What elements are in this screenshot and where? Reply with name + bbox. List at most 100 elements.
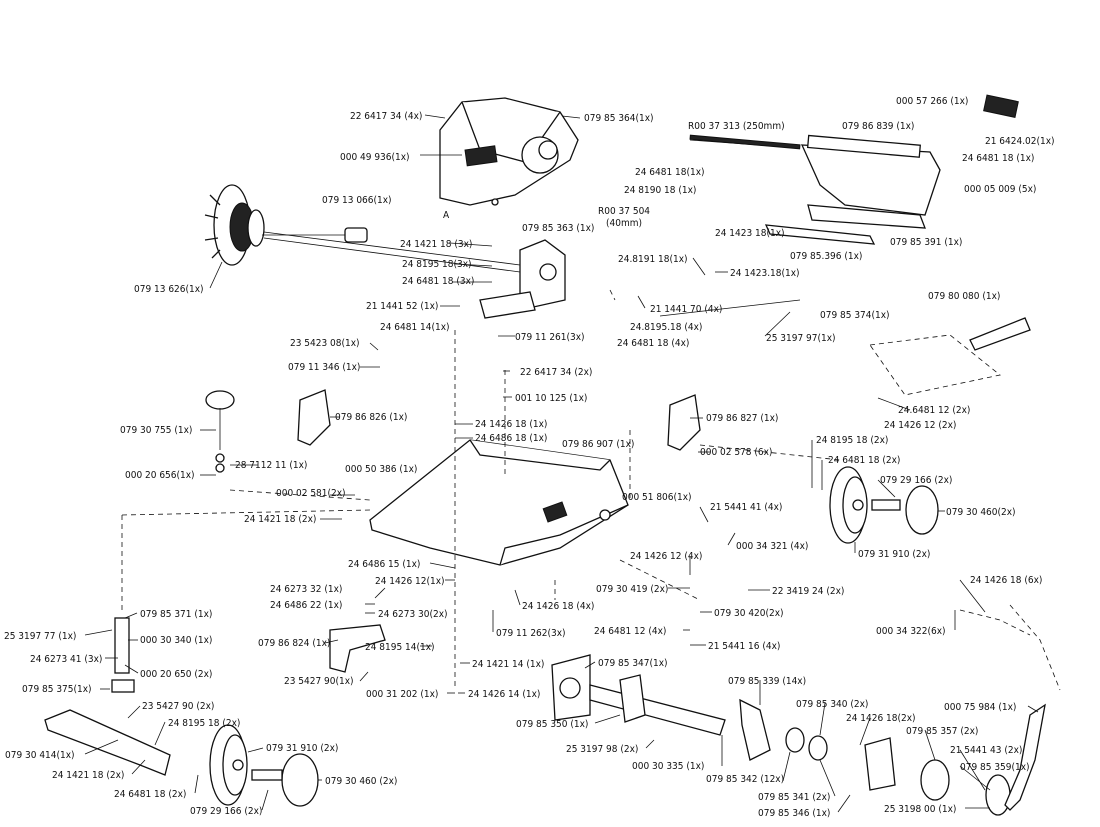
part-label: 000 34 322(6x) (876, 626, 946, 637)
part-label: 21 5441 16 (4x) (708, 641, 780, 652)
wheel-right-lower (920, 759, 1011, 816)
part-label: 001 10 125 (1x) (515, 393, 587, 404)
part-label: 24 8195 18 (2x) (816, 435, 888, 446)
part-label: 000 05 009 (5x) (964, 184, 1036, 195)
handle (869, 317, 1061, 691)
side-plate-right (667, 394, 701, 451)
part-label: 21 1441 52 (1x) (366, 301, 438, 312)
part-label: 24 8195 18(3x) (402, 259, 472, 270)
part-label: 24 6481 18 (2x) (114, 789, 186, 800)
part-label: 24 6481 18 (2x) (828, 455, 900, 466)
part-label: 000 02 581(2x) (276, 488, 346, 499)
part-label: 079 85 340 (2x) (796, 699, 868, 710)
part-label: 24 6273 41 (3x) (30, 654, 102, 665)
part-label: 079 30 460(2x) (946, 507, 1016, 518)
part-label: 079 11 261(3x) (515, 332, 585, 343)
part-label: 21 5441 43 (2x) (950, 745, 1022, 756)
part-label: 000 34 321 (4x) (736, 541, 808, 552)
part-label: R00 37 504 (598, 206, 650, 217)
part-label: 22 3419 24 (2x) (772, 586, 844, 597)
part-label: 079 80 080 (1x) (928, 291, 1000, 302)
part-label: 079 85 363 (1x) (522, 223, 594, 234)
part-label: 24 6486 15 (1x) (348, 559, 420, 570)
part-label: 22 6417 34 (2x) (520, 367, 592, 378)
part-label: 079 85 342 (12x) (706, 774, 784, 785)
part-label: 079 85 350 (1x) (516, 719, 588, 730)
part-label: 079 30 755 (1x) (120, 425, 192, 436)
part-label: 24 1426 12 (4x) (630, 551, 702, 562)
part-label: 24 6273 32 (1x) (270, 584, 342, 595)
part-label: 079 31 910 (2x) (266, 743, 338, 754)
part-label: 24 1426 18 (4x) (522, 601, 594, 612)
part-label: 079 85 374(1x) (820, 310, 890, 321)
wheel-left-lower (209, 724, 319, 807)
part-label: 079 85 375(1x) (22, 684, 92, 695)
part-label: 24 1426 12(1x) (375, 576, 445, 587)
part-label: 079 29 166 (2x) (190, 806, 262, 817)
part-label: 079 13 066(1x) (322, 195, 392, 206)
part-label: 24 6481 18(1x) (635, 167, 705, 178)
part-label: 23 5423 08(1x) (290, 338, 360, 349)
part-label: 000 49 936(1x) (340, 152, 410, 163)
part-label: 24.6481 12 (2x) (898, 405, 970, 416)
part-label: 079 85 341 (2x) (758, 792, 830, 803)
part-label: 079 31 910 (2x) (858, 549, 930, 560)
rotor-assembly (204, 184, 521, 273)
part-label: 000 31 202 (1x) (366, 689, 438, 700)
part-label: 25 3197 77 (1x) (4, 631, 76, 642)
part-labels: 22 6417 34 (4x) 079 85 364(1x) 000 57 26… (4, 96, 1055, 819)
leader-lines (84, 114, 1039, 813)
part-label: 24 1426 14 (1x) (468, 689, 540, 700)
part-label: 24 6486 22 (1x) (270, 600, 342, 611)
part-label: 000 20 656(1x) (125, 470, 195, 481)
part-label: (40mm) (606, 218, 642, 229)
part-label: 000 20 650 (2x) (140, 669, 212, 680)
part-label: 079 30 460 (2x) (325, 776, 397, 787)
part-label: 21 1441 70 (4x) (650, 304, 722, 315)
part-label: 079 86 827 (1x) (706, 413, 778, 424)
part-label: 25 3198 00 (1x) (884, 804, 956, 815)
part-label: 24 1426 18 (6x) (970, 575, 1042, 586)
part-label: 000 50 386 (1x) (345, 464, 417, 475)
side-plate-left (297, 389, 331, 446)
part-label: 25 3197 97(1x) (766, 333, 836, 344)
part-label: 24 8190 18 (1x) (624, 185, 696, 196)
part-label: 079 13 626(1x) (134, 284, 204, 295)
height-knob (205, 390, 235, 473)
part-label: 24 1421 18 (2x) (52, 770, 124, 781)
part-label: 000 51 806(1x) (622, 492, 692, 503)
part-label: 000 30 340 (1x) (140, 635, 212, 646)
part-label: 079 85 371 (1x) (140, 609, 212, 620)
part-label: 21 6424.02(1x) (985, 136, 1055, 147)
part-label: 24 1426 12 (2x) (884, 420, 956, 431)
main-deck (369, 439, 629, 566)
front-axle (44, 617, 171, 776)
part-label: 23 5427 90 (2x) (142, 701, 214, 712)
part-label: 24 6486 18 (1x) (475, 433, 547, 444)
part-label: 000 75 984 (1x) (944, 702, 1016, 713)
part-label: 21 5441 41 (4x) (710, 502, 782, 513)
part-label: 079 86 839 (1x) (842, 121, 914, 132)
part-label: 079 85 346 (1x) (758, 808, 830, 819)
part-label: A (443, 210, 450, 221)
part-label: 079 11 346 (1x) (288, 362, 360, 373)
part-label: 079 30 414(1x) (5, 750, 75, 761)
cover-plate (689, 94, 1019, 245)
part-label: 079 86 826 (1x) (335, 412, 407, 423)
part-label: 22 6417 34 (4x) (350, 111, 422, 122)
part-label: 079 85 359(1x) (960, 762, 1030, 773)
part-label: 24 8195 14(1x) (365, 642, 435, 653)
part-label: 079 30 419 (2x) (596, 584, 668, 595)
part-label: 079 86 907 (1x) (562, 439, 634, 450)
part-label: 000 02 578 (6x) (700, 447, 772, 458)
part-label: 24 1426 18(2x) (846, 713, 916, 724)
part-label: 24 6481 14(1x) (380, 322, 450, 333)
part-label: 079 85 391 (1x) (890, 237, 962, 248)
part-label: 23 5427 90(1x) (284, 676, 354, 687)
part-label: 24 6481 18 (1x) (962, 153, 1034, 164)
part-label: 079 86 824 (1x) (258, 638, 330, 649)
part-label: 079 85 357 (2x) (906, 726, 978, 737)
part-label: 24 6481 18 (3x) (402, 276, 474, 287)
